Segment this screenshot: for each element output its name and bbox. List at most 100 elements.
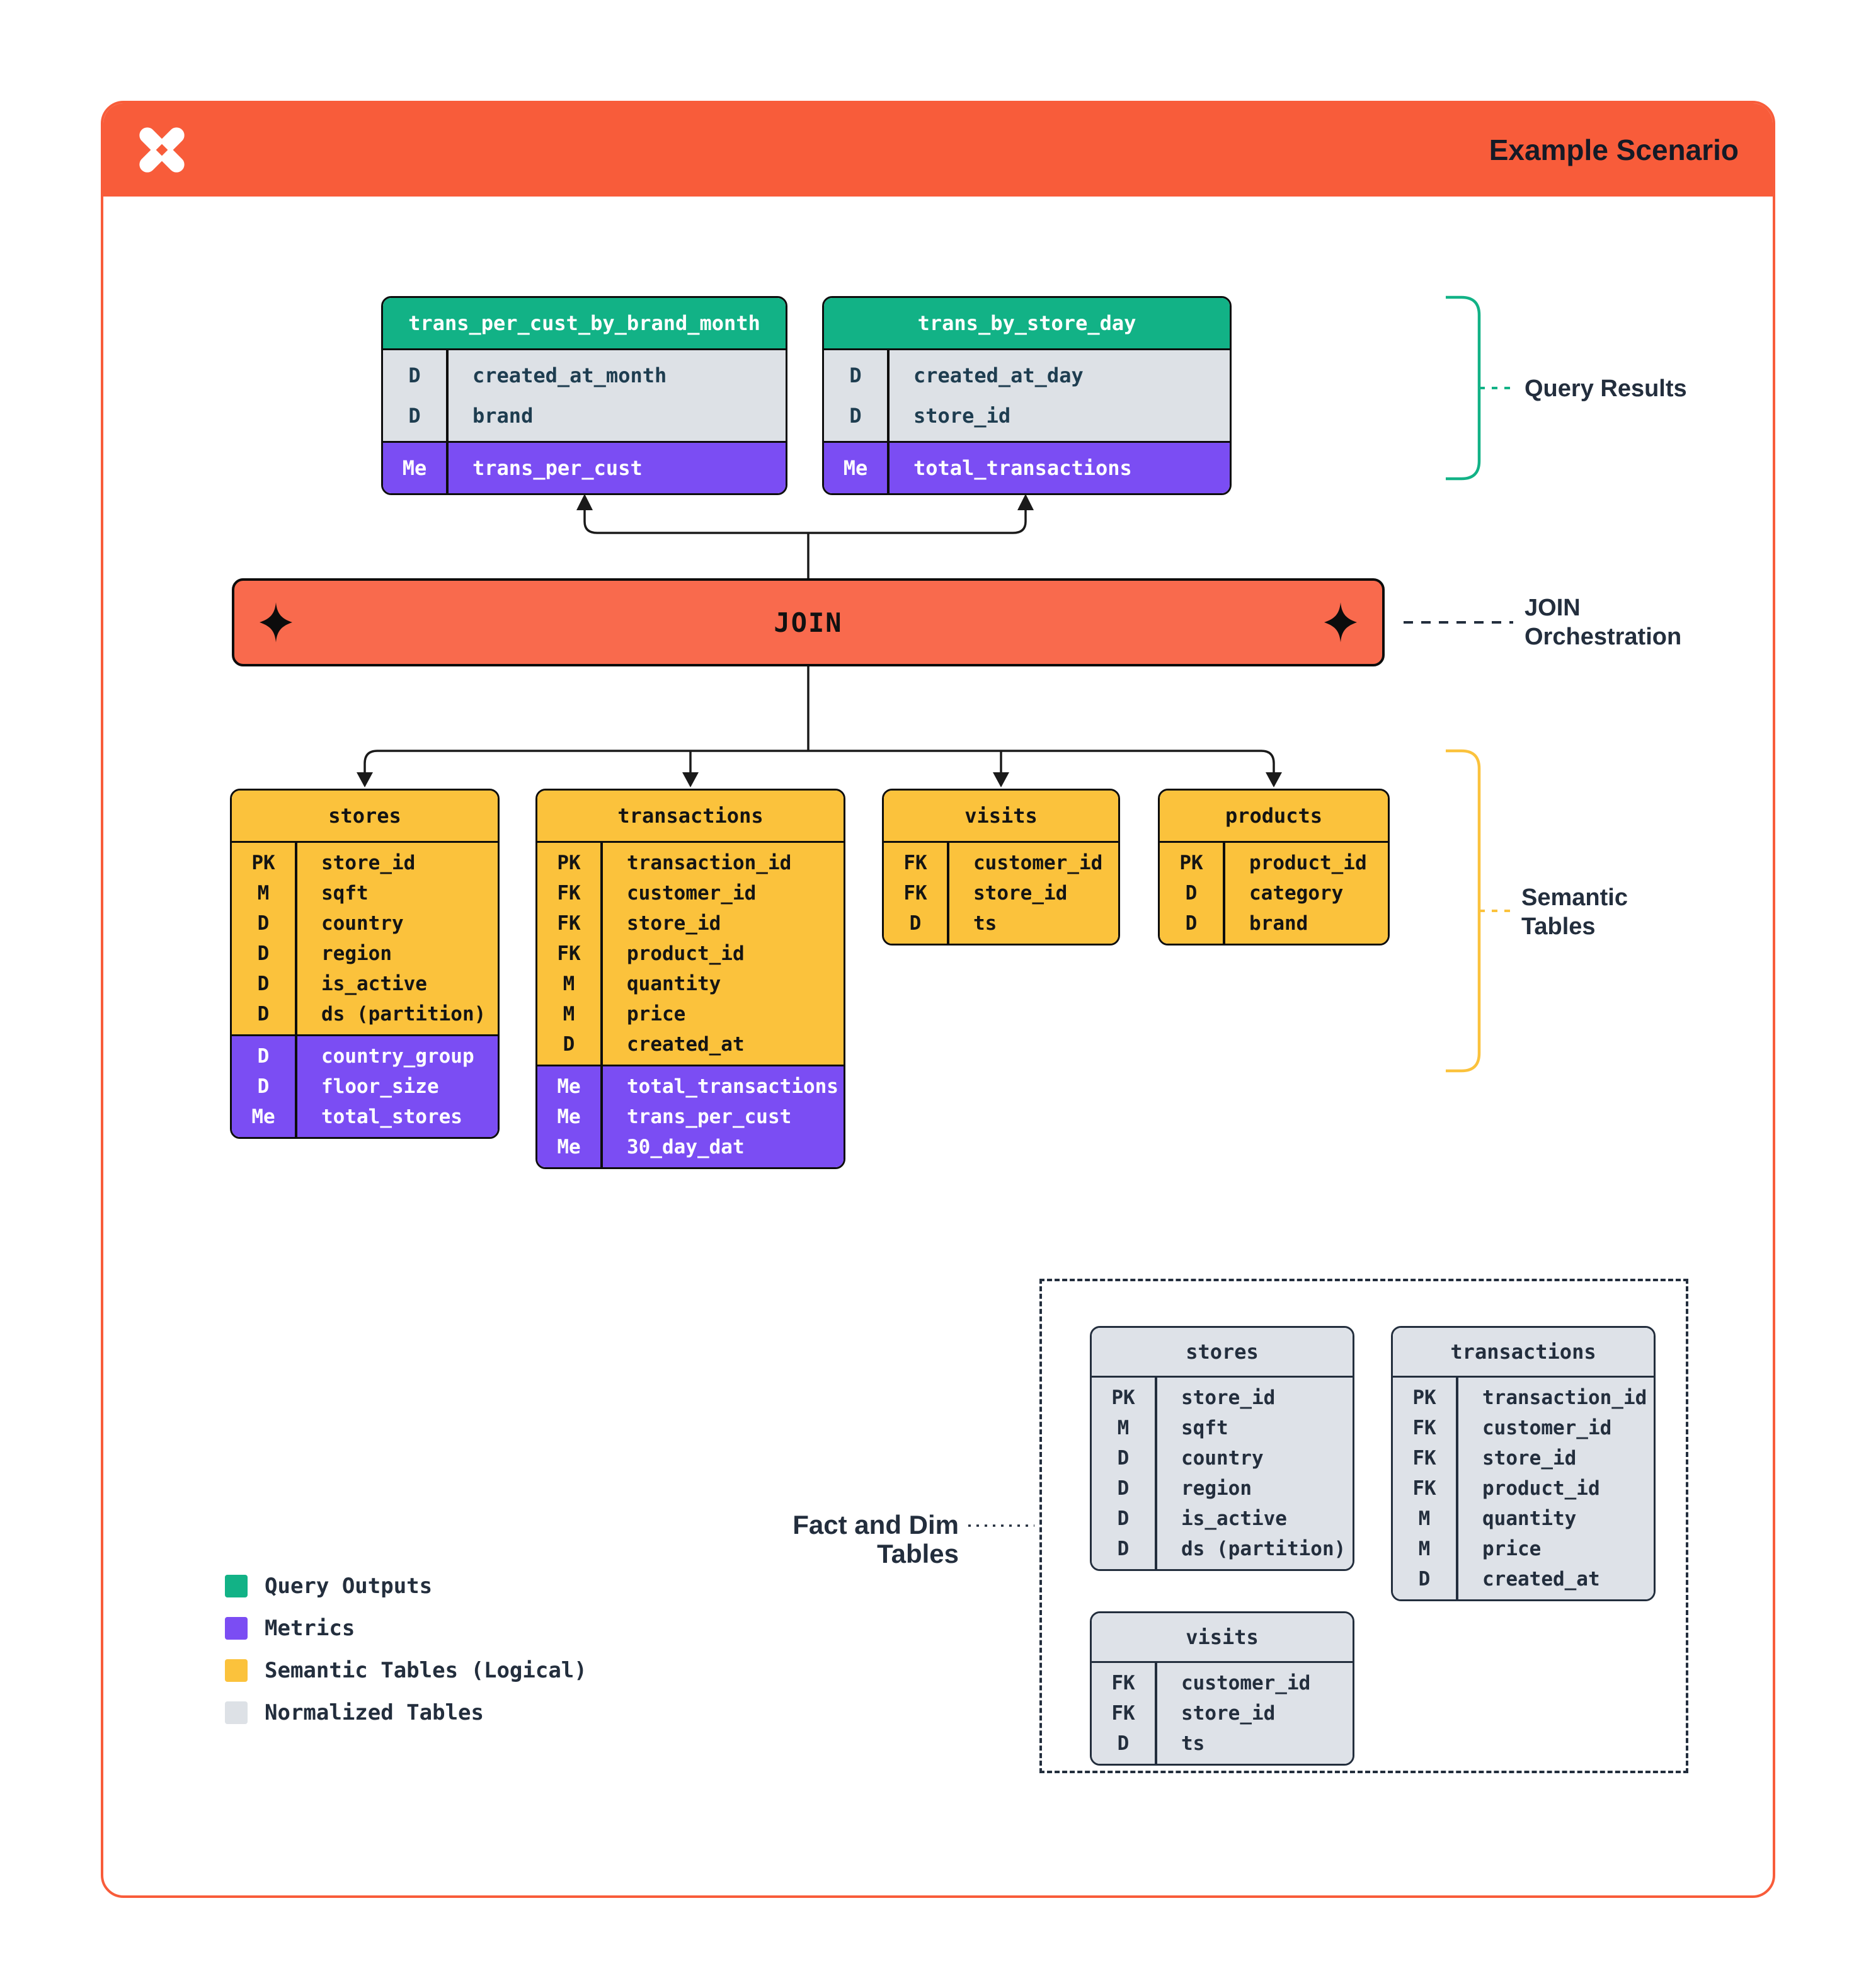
legend-item: Metrics bbox=[225, 1616, 587, 1641]
column-name: country bbox=[1181, 1447, 1264, 1470]
column-name: trans_per_cust bbox=[472, 456, 643, 480]
legend-label: Semantic Tables (Logical) bbox=[265, 1658, 587, 1683]
table-row: Me 30_day_dat bbox=[537, 1132, 844, 1162]
row-type-label: Me bbox=[402, 456, 427, 480]
normalized-tables-container bbox=[1039, 1279, 1688, 1773]
table-row: PK transaction_id bbox=[537, 848, 844, 878]
row-type-label: D bbox=[1117, 1447, 1130, 1470]
row-type-label: D bbox=[1117, 1507, 1130, 1530]
column-name: created_at bbox=[627, 1033, 745, 1056]
column-name: is_active bbox=[1181, 1507, 1287, 1530]
table-title: stores bbox=[1092, 1328, 1353, 1376]
row-type-label: D bbox=[909, 912, 922, 935]
table-title: transactions bbox=[537, 791, 844, 841]
row-type-label: M bbox=[563, 1003, 575, 1025]
row-type-label: FK bbox=[557, 882, 581, 905]
column-name: total_transactions bbox=[913, 456, 1132, 480]
column-name: quantity bbox=[1482, 1507, 1577, 1530]
row-type-label: D bbox=[257, 1075, 270, 1098]
row-type-label: FK bbox=[1412, 1477, 1436, 1500]
table-title: visits bbox=[1092, 1613, 1353, 1661]
join-bar: JOIN bbox=[232, 578, 1385, 666]
legend-label: Metrics bbox=[265, 1616, 355, 1641]
column-name: brand bbox=[1249, 912, 1308, 935]
row-type-label: PK bbox=[251, 852, 275, 874]
row-type-label: D bbox=[849, 404, 862, 428]
row-type-label: D bbox=[257, 942, 270, 965]
sparkle-icon bbox=[260, 602, 292, 643]
table-row: PK store_id bbox=[232, 848, 498, 878]
column-name: quantity bbox=[627, 973, 721, 995]
row-type-label: PK bbox=[1412, 1386, 1436, 1409]
row-type-label: Me bbox=[251, 1105, 275, 1128]
dremio-logo-icon bbox=[139, 127, 185, 173]
join-orchestration-label: JOIN Orchestration bbox=[1525, 595, 1682, 650]
column-name: is_active bbox=[321, 973, 427, 995]
page-title: Example Scenario bbox=[1489, 134, 1739, 166]
column-name: transaction_id bbox=[627, 852, 792, 874]
sparkle-icon bbox=[1324, 602, 1357, 643]
column-name: ts bbox=[1181, 1732, 1205, 1755]
table-title: products bbox=[1160, 791, 1388, 841]
table-row: Me trans_per_cust bbox=[383, 448, 786, 488]
column-name: region bbox=[1181, 1477, 1252, 1500]
column-name: ts bbox=[973, 912, 997, 935]
column-name: 30_day_dat bbox=[627, 1136, 745, 1158]
column-name: store_id bbox=[321, 852, 416, 874]
row-type-label: D bbox=[408, 363, 421, 387]
row-type-label: D bbox=[257, 973, 270, 995]
row-type-label: FK bbox=[557, 912, 581, 935]
row-type-label: M bbox=[1117, 1417, 1130, 1439]
legend-item: Semantic Tables (Logical) bbox=[225, 1658, 587, 1683]
row-type-label: D bbox=[1185, 882, 1198, 905]
row-type-label: PK bbox=[557, 852, 581, 874]
column-name: customer_id bbox=[1181, 1672, 1311, 1694]
row-type-label: Me bbox=[557, 1136, 581, 1158]
row-type-label: PK bbox=[1111, 1386, 1135, 1409]
table-title: trans_per_cust_by_brand_month bbox=[383, 298, 786, 348]
legend-item: Normalized Tables bbox=[225, 1700, 587, 1725]
legend-swatch bbox=[225, 1701, 248, 1724]
column-name: store_id bbox=[913, 404, 1011, 428]
join-label: JOIN bbox=[774, 607, 843, 638]
column-name: region bbox=[321, 942, 392, 965]
table-title: trans_by_store_day bbox=[824, 298, 1230, 348]
column-name: brand bbox=[472, 404, 534, 428]
column-name: floor_size bbox=[321, 1075, 439, 1098]
legend-swatch bbox=[225, 1617, 248, 1640]
column-name: store_id bbox=[1181, 1702, 1276, 1725]
